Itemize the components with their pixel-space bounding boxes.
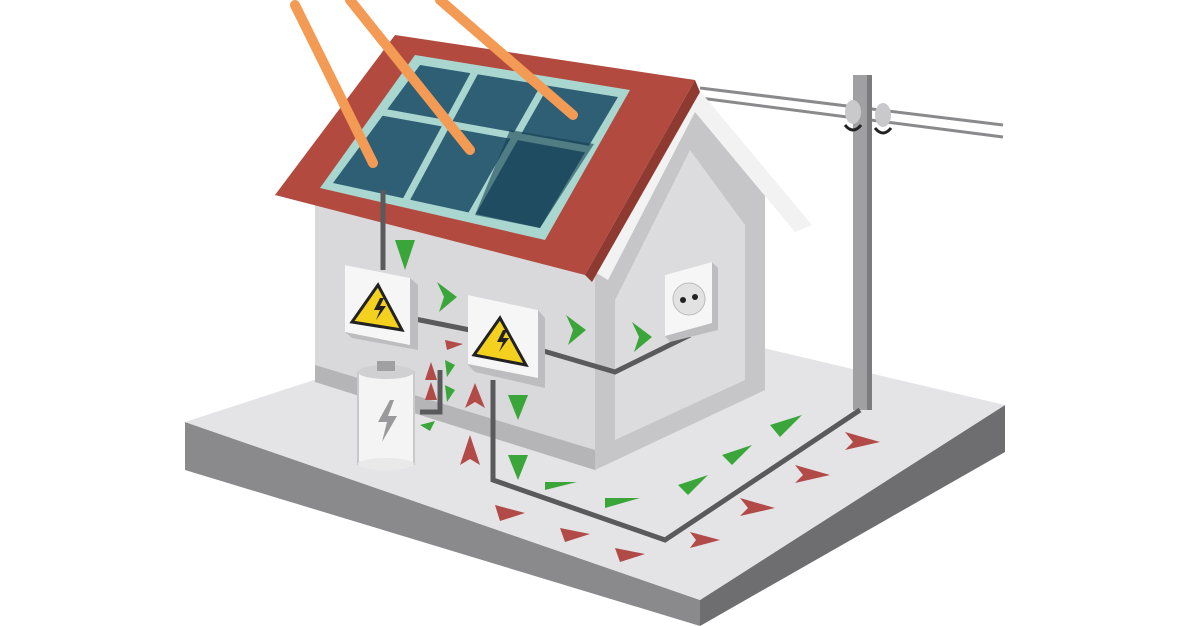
cables <box>380 190 862 543</box>
inverter-box-1 <box>345 265 418 350</box>
utility-pole <box>699 75 1004 410</box>
inverter-box-2 <box>468 295 545 388</box>
solar-panel <box>320 55 630 240</box>
battery-icon <box>357 361 415 470</box>
power-outlet-icon <box>665 262 718 342</box>
grid-flow-arrows <box>425 340 880 562</box>
sun-rays <box>290 0 578 168</box>
solar-flow-arrows <box>395 240 802 508</box>
